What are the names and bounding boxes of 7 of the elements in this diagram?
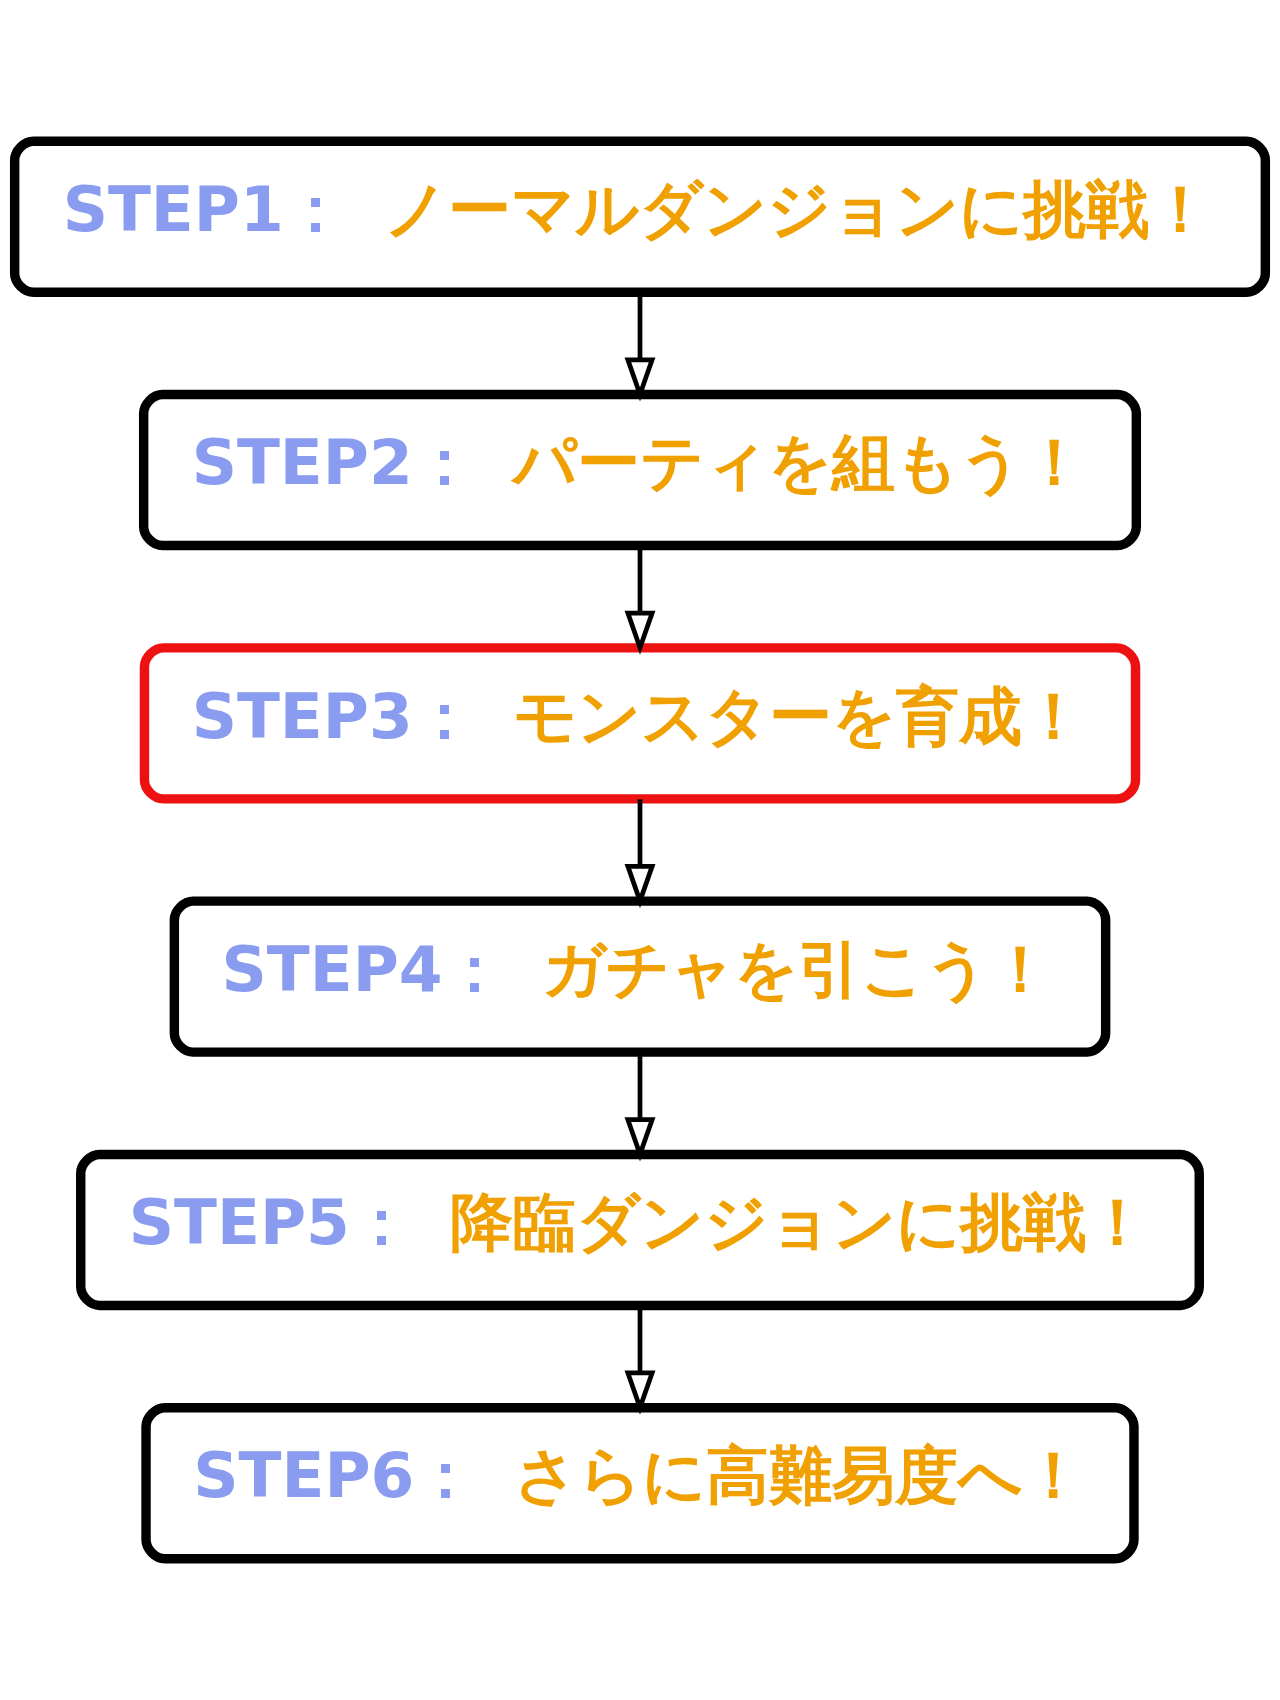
- node-box: STEP5： 降臨ダンジョンに挑戦！: [76, 1149, 1204, 1311]
- node-box: STEP6： さらに高難易度へ！: [141, 1402, 1139, 1564]
- node-box: STEP3： モンスターを育成！: [139, 643, 1141, 804]
- arrow: [624, 799, 656, 909]
- node-box: STEP1： ノーマルダンジョンに挑戦！: [9, 136, 1271, 298]
- node-box: STEP2： パーティを組もう！: [138, 389, 1142, 551]
- node-box: STEP4： ガチャを引こう！: [169, 896, 1111, 1057]
